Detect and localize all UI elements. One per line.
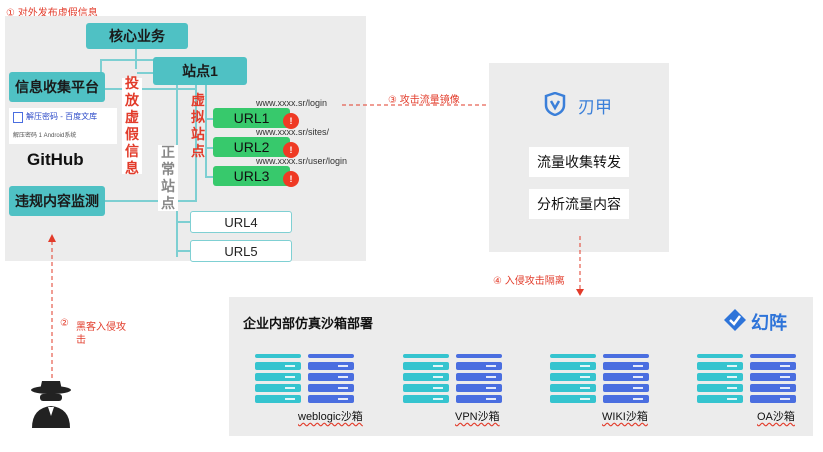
huanzhen-logo-icon [724,309,746,331]
label-char: 站 [161,178,175,194]
huanzhen-brand: 幻阵 [751,313,787,333]
analyze-box: 分析流量内容 [529,189,629,219]
connector [95,200,195,202]
attack-burst-icon: ! [283,171,299,187]
attack-burst-icon: ! [283,142,299,158]
server-rack-icon [603,354,649,406]
server-rack-icon [697,354,743,406]
label-char: 点 [161,195,175,211]
url1-box: URL1 [213,108,290,128]
url3-path: www.xxxx.sr/user/login [256,156,348,166]
sandbox-label-oa: OA沙箱 [757,411,795,423]
isolation-arrow [576,236,584,296]
step2-line2: 击 [76,335,86,346]
core-business-node: 核心业务 [86,23,188,49]
attack-burst-icon: ! [283,113,299,129]
sandbox-title: 企业内部仿真沙箱部署 [243,316,374,331]
step1-annotation: ① 对外发布虚假信息 [6,8,98,19]
violation-monitor-node: 违规内容监测 [9,186,105,216]
url4-box: URL4 [190,211,292,233]
shield-icon [544,92,566,116]
label-char: 假 [125,126,139,142]
connector [100,59,102,79]
hacker-icon [31,381,71,428]
sandbox-label-wiki: WIKI沙箱 [602,411,648,423]
connector [205,176,213,178]
url2-box: URL2 [213,137,290,157]
label-char: 信 [125,143,139,159]
label-char: 常 [161,161,175,177]
renjia-brand: 刃甲 [578,98,612,117]
label-char: 拟 [191,109,205,125]
connector [205,82,207,177]
search-result-title: 解压密码 - 百度文库 [26,112,98,121]
server-rack-icon [308,354,354,406]
label-char: 息 [125,160,139,176]
url3-box: URL3 [213,166,290,186]
label-char: 正 [161,144,175,160]
label-char: 虚 [125,109,139,125]
connector [100,59,190,61]
step2-line1: 黑客入侵攻 [76,322,126,333]
document-icon [13,112,23,123]
server-rack-icon [403,354,449,406]
forward-box: 流量收集转发 [529,147,629,177]
server-rack-icon [750,354,796,406]
url2-path: www.xxxx.sr/sites/ [256,127,330,137]
server-rack-icon [456,354,502,406]
sandbox-label-weblogic: weblogic沙箱 [298,411,363,423]
sandbox-label-vpn: VPN沙箱 [455,411,500,423]
connector [195,82,197,202]
step2-num: ② [60,318,69,329]
site1-node: 站点1 [153,57,247,85]
search-result-card: 解压密码 - 百度文库 解压密码 1 Android系统 [9,108,117,144]
connector [176,250,190,252]
github-logo: GitHub [27,150,84,169]
connector [176,221,190,223]
label-char: 放 [125,92,139,108]
step3-annotation: ③ 攻击流量镜像 [388,95,460,106]
label-char: 点 [191,143,205,159]
attack-arrow [48,234,56,380]
label-char: 站 [191,126,205,142]
search-result-sub: 解压密码 1 Android系统 [13,133,77,139]
server-rack-icon [255,354,301,406]
server-rack-icon [550,354,596,406]
url5-box: URL5 [190,240,292,262]
connector [205,118,213,120]
url1-path: www.xxxx.sr/login [256,98,328,108]
virtual-site-label: 虚 拟 站 点 [188,92,208,159]
step4-annotation: ④ 入侵攻击隔离 [493,276,565,287]
label-char: 虚 [191,92,205,108]
connector [205,147,213,149]
label-char: 投 [125,75,139,91]
normal-site-label: 正 常 站 点 [158,144,178,211]
fake-info-label: 投 放 虚 假 信 息 [122,75,142,176]
info-platform-node: 信息收集平台 [9,72,105,102]
connector [95,88,195,90]
